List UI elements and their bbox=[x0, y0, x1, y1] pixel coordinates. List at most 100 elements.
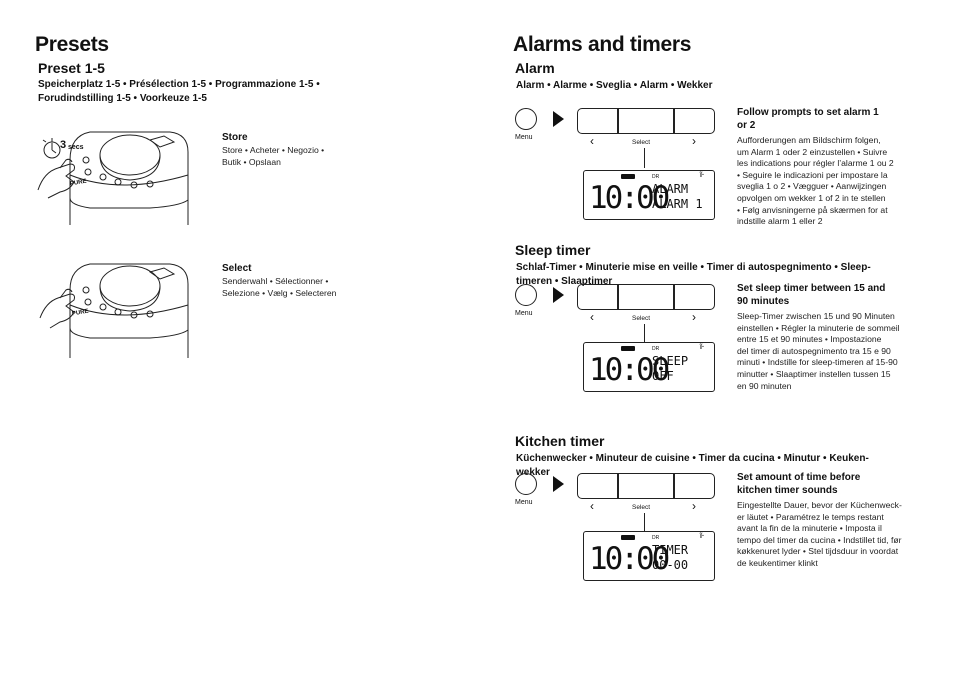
lcd-line-2: OFF bbox=[652, 369, 674, 383]
lcd-dr-label: DR bbox=[652, 346, 660, 352]
detail-line: de keukentimer klinkt bbox=[737, 558, 818, 568]
prev-button[interactable] bbox=[577, 108, 619, 134]
signal-icon: ĩ· bbox=[700, 172, 705, 179]
preset-subtitle: Preset 1-5 bbox=[38, 60, 105, 76]
arrow-right-icon bbox=[553, 476, 564, 492]
instruction-line: Set amount of time before bbox=[737, 472, 861, 483]
select-label: Select bbox=[632, 139, 651, 146]
next-button[interactable] bbox=[673, 108, 715, 134]
select-translations-line-1: Senderwahl • Sélectionner • bbox=[222, 276, 329, 286]
alarms-title: Alarms and timers bbox=[513, 33, 692, 56]
hold-seconds: 3 bbox=[60, 139, 67, 151]
store-translations: Store • Acheter • Negozio • Butik • Opsl… bbox=[222, 145, 324, 168]
lcd-display bbox=[583, 170, 715, 220]
section-heading: Alarm bbox=[515, 60, 555, 76]
section-translations-line: Alarm • Alarme • Sveglia • Alarm • Wekke… bbox=[516, 80, 713, 91]
detail-line: um Alarm 1 oder 2 einzustellen • Suivre bbox=[737, 146, 888, 157]
detail-line: en 90 minuten bbox=[737, 380, 792, 391]
next-button[interactable] bbox=[673, 284, 715, 310]
instruction-line: 90 minutes bbox=[737, 296, 790, 307]
lcd-dr-label: DR bbox=[652, 174, 660, 180]
instruction-line: kitchen timer sounds bbox=[737, 485, 838, 496]
chevron-left-icon: ‹ bbox=[590, 310, 594, 324]
select-label: Select bbox=[632, 315, 651, 322]
instruction-line: Follow prompts to set alarm 1 bbox=[737, 107, 879, 118]
detail-line: avant la fin de la minuterie • Imposta i… bbox=[737, 523, 882, 534]
select-button[interactable] bbox=[617, 108, 675, 134]
section-heading: Kitchen timer bbox=[515, 433, 605, 449]
select-button[interactable] bbox=[617, 473, 675, 499]
battery-icon bbox=[621, 535, 635, 540]
section-translations-line: Schlaf-Timer • Minuterie mise en veille … bbox=[516, 262, 871, 273]
lcd-line-1: ALARM bbox=[652, 182, 689, 196]
instruction-line: Set sleep timer between 15 and bbox=[737, 283, 886, 294]
detail-line: minutter • Slaaptimer instellen tussen 1… bbox=[737, 369, 891, 379]
lcd-line-2: 00-00 bbox=[652, 558, 689, 572]
lcd-line-1: SLEEP bbox=[652, 354, 689, 368]
select-label: Select bbox=[632, 504, 651, 511]
chevron-right-icon: › bbox=[692, 310, 696, 324]
select-button[interactable] bbox=[617, 284, 675, 310]
detail-line: sveglia 1 o 2 • Vægguer • Aanwijzingen bbox=[737, 181, 887, 192]
connector-line bbox=[644, 148, 645, 168]
chevron-left-icon: ‹ bbox=[590, 134, 594, 148]
lcd-display bbox=[583, 531, 715, 581]
arrow-right-icon bbox=[553, 111, 564, 127]
connector-line bbox=[644, 513, 645, 531]
detail-line: tempo del timer da cucina • Indstillet t… bbox=[737, 534, 902, 545]
arrow-right-icon bbox=[553, 287, 564, 303]
preset-translations-line-2: Forudindstilling 1-5 • Voorkeuze 1-5 bbox=[38, 93, 207, 104]
detail-line: les indications pour régler l’alarme 1 o… bbox=[737, 158, 894, 169]
select-translations-line-2: Selezione • Vælg • Selecteren bbox=[222, 287, 337, 298]
menu-label: Menu bbox=[515, 310, 533, 317]
detail-line: Eingestellte Dauer, bevor der Küchenweck… bbox=[737, 500, 902, 510]
section-heading: Sleep timer bbox=[515, 242, 591, 258]
select-translations: Senderwahl • Sélectionner • Selezione • … bbox=[222, 276, 336, 299]
signal-icon: ĩ· bbox=[700, 533, 705, 540]
detail-line: einstellen • Régler la minuterie de somm… bbox=[737, 322, 900, 333]
instruction-line: or 2 bbox=[737, 120, 756, 131]
chevron-right-icon: › bbox=[692, 134, 696, 148]
detail-line: er läutet • Paramétrez le temps restant bbox=[737, 511, 884, 522]
detail-line: minuti • Indstille for sleep-timeren af … bbox=[737, 357, 898, 368]
section-translations-line: timeren • Slaaptimer bbox=[516, 276, 613, 287]
select-label: Select bbox=[222, 263, 252, 274]
store-translations-line-2: Butik • Opslaan bbox=[222, 156, 281, 167]
detail-line: køkkenuret lyder • Stel tijdsduur in voo… bbox=[737, 546, 899, 557]
detail-line: entre 15 et 90 minutes • Impostazione bbox=[737, 334, 882, 345]
hold-seconds-unit: secs bbox=[68, 144, 84, 151]
lcd-line-2: ALARM 1 bbox=[652, 197, 703, 211]
menu-button[interactable] bbox=[515, 284, 537, 306]
lcd-time: 10:00 bbox=[589, 541, 670, 577]
lcd-time: 10:00 bbox=[589, 180, 670, 216]
battery-icon bbox=[621, 174, 635, 179]
prev-button[interactable] bbox=[577, 473, 619, 499]
prev-button[interactable] bbox=[577, 284, 619, 310]
detail-line: • Følg anvisningerne på skærmen for at bbox=[737, 204, 888, 215]
next-button[interactable] bbox=[673, 473, 715, 499]
menu-label: Menu bbox=[515, 134, 533, 141]
section-translations-line: Küchenwecker • Minuteur de cuisine • Tim… bbox=[516, 453, 869, 464]
presets-title: Presets bbox=[35, 33, 109, 56]
preset-translations: Speicherplatz 1-5 • Présélection 1-5 • P… bbox=[38, 78, 378, 106]
lcd-line-1: TIMER bbox=[652, 543, 689, 557]
store-translations-line-1: Store • Acheter • Negozio • bbox=[222, 145, 325, 155]
detail-line: del timer di autospegnimento tra 15 e 90 bbox=[737, 345, 891, 356]
store-label: Store bbox=[222, 132, 248, 143]
chevron-left-icon: ‹ bbox=[590, 499, 594, 513]
chevron-right-icon: › bbox=[692, 499, 696, 513]
menu-label: Menu bbox=[515, 499, 533, 506]
preset-translations-line-1: Speicherplatz 1-5 • Présélection 1-5 • P… bbox=[38, 79, 320, 90]
detail-line: Aufforderungen am Bildschirm folgen, bbox=[737, 135, 881, 145]
section-translations-line: wekker bbox=[516, 467, 550, 478]
menu-button[interactable] bbox=[515, 473, 537, 495]
battery-icon bbox=[621, 346, 635, 351]
lcd-dr-label: DR bbox=[652, 535, 660, 541]
detail-line: opvolgen om wekker 1 of 2 in te stellen bbox=[737, 193, 886, 203]
lcd-display bbox=[583, 342, 715, 392]
detail-line: indstille alarm 1 eller 2 bbox=[737, 216, 823, 227]
signal-icon: ĩ· bbox=[700, 344, 705, 351]
menu-button[interactable] bbox=[515, 108, 537, 130]
